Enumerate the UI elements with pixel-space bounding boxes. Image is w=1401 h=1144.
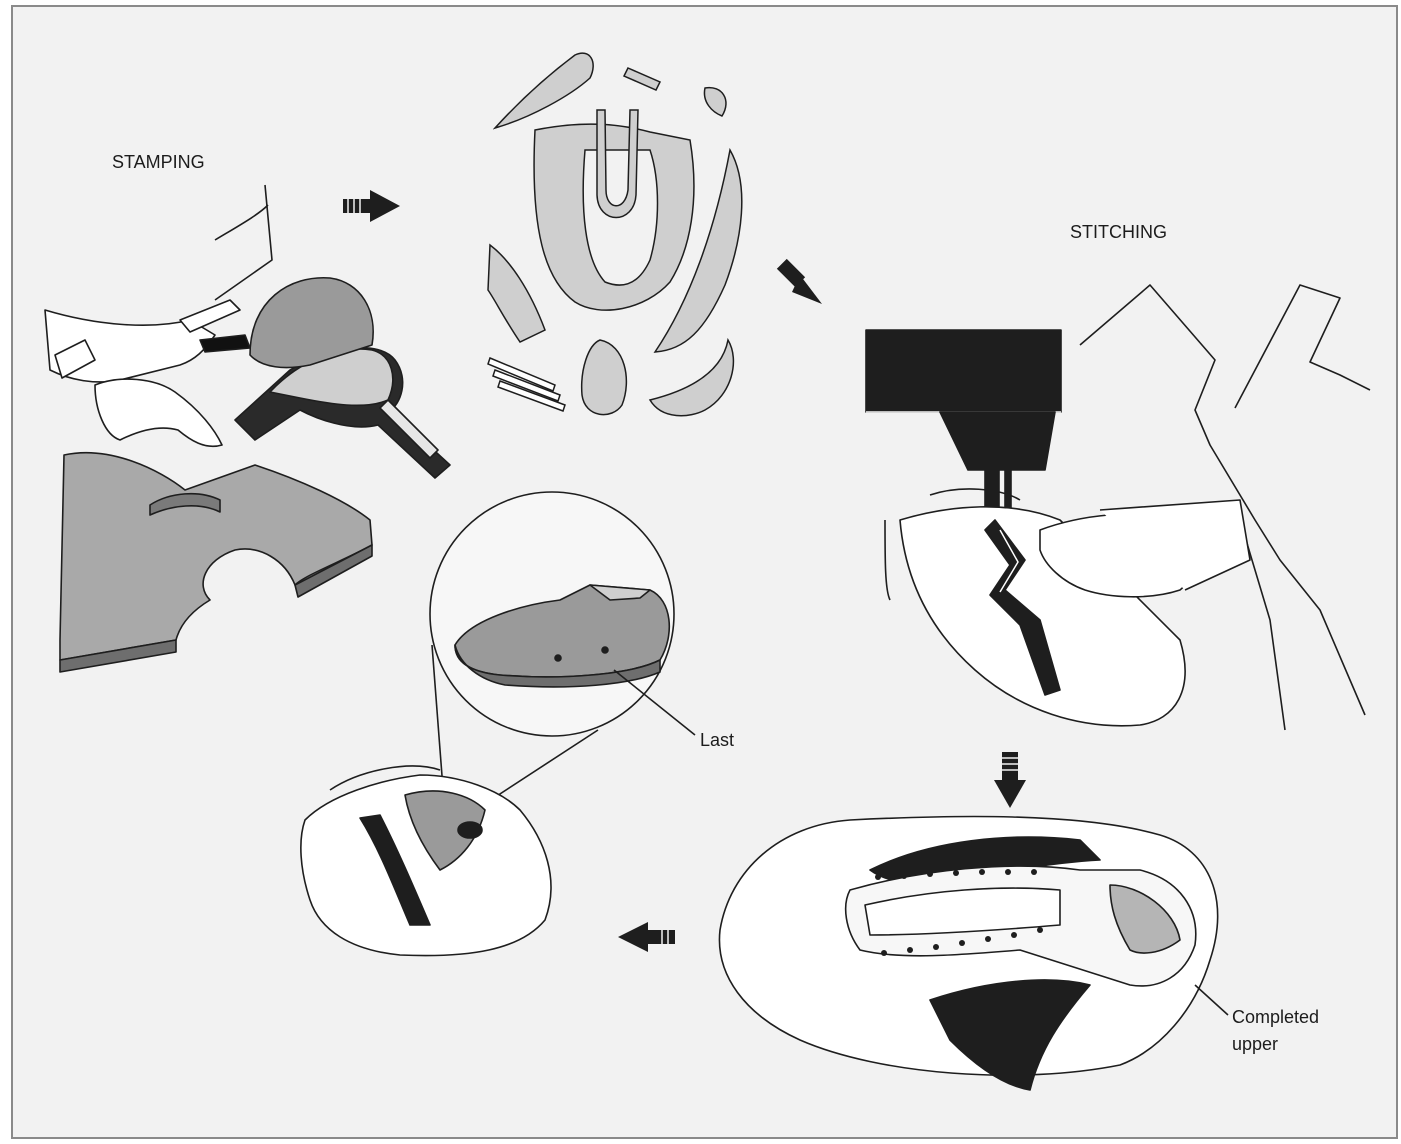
label-stitching: STITCHING bbox=[1070, 222, 1167, 242]
label-completed-upper-1: Completed bbox=[1232, 1007, 1319, 1027]
last-pin-1 bbox=[555, 655, 561, 661]
last-pin-2 bbox=[602, 647, 608, 653]
sewing-machine-head bbox=[866, 330, 1061, 412]
label-completed-upper-2: upper bbox=[1232, 1034, 1278, 1054]
label-stamping: STAMPING bbox=[112, 152, 205, 172]
lasted-shoe-hole bbox=[458, 822, 482, 838]
label-last: Last bbox=[700, 730, 734, 750]
